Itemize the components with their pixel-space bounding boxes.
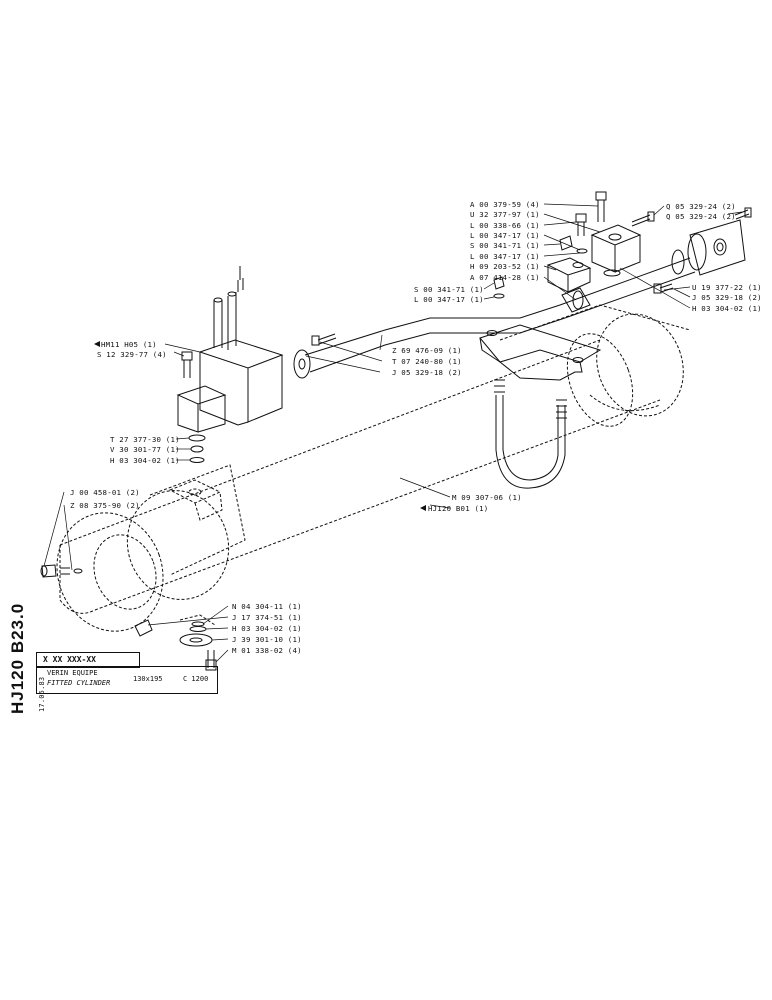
title-french: VERIN EQUIPE (47, 669, 98, 677)
part-label: Q 05 329-24 (2) (666, 202, 736, 211)
part-label: L 00 338-66 (1) (470, 221, 540, 230)
part-label: T 27 377-30 (1) (110, 435, 180, 444)
part-label: T 07 240-80 (1) (392, 357, 462, 366)
part-label: L 00 347-17 (1) (470, 231, 540, 240)
part-label: J 39 301-10 (1) (232, 635, 302, 644)
part-label: L 00 347-17 (1) (414, 295, 484, 304)
part-label: J 05 329-18 (2) (692, 293, 762, 302)
part-label: M 09 307-06 (1) (452, 493, 522, 502)
part-label: S 12 329-77 (4) (97, 350, 167, 359)
cylinder-barrel (56, 304, 691, 632)
sheet-reference: HJ120 B23.0 (8, 602, 27, 714)
dimension: 130x195 (133, 675, 163, 683)
solenoid-valve (176, 266, 284, 463)
part-label: H 03 304-02 (1) (692, 304, 762, 313)
part-label: M 01 338-02 (4) (232, 646, 302, 655)
part-label: H 03 304-02 (1) (110, 456, 180, 465)
pipe-tube (293, 207, 752, 379)
subassembly-label: HM11 H05 (1) (101, 340, 157, 349)
subassembly-arrows (94, 341, 426, 511)
part-label: J 00 458-01 (2) (70, 488, 140, 497)
part-label: J 05 329-18 (2) (392, 368, 462, 377)
part-label: V 30 301-77 (1) (110, 445, 180, 454)
part-label: U 32 377-97 (1) (470, 210, 540, 219)
part-label: S 00 341-71 (1) (414, 285, 484, 294)
part-label: Z 08 375-90 (2) (70, 501, 140, 510)
u-bolt (494, 379, 567, 489)
part-label: Q 05 329-24 (2) (666, 212, 736, 221)
part-code-box: X XX XXX-XX (36, 652, 140, 668)
leader-lines (43, 203, 743, 663)
stroke: C 1200 (183, 675, 209, 683)
title-english: FITTED CYLINDER (47, 679, 111, 687)
part-label: L 00 347-17 (1) (470, 252, 540, 261)
part-label: A 00 379-59 (4) (470, 200, 540, 209)
part-label: A 07 414-28 (1) (470, 273, 540, 282)
part-label: H 03 304-02 (1) (232, 624, 302, 633)
part-label: N 04 304-11 (1) (232, 602, 302, 611)
part-label: J 17 374-51 (1) (232, 613, 302, 622)
part-label: U 19 377-22 (1) (692, 283, 762, 292)
part-label: Z 69 476-09 (1) (392, 346, 462, 355)
part-label: S 00 341-71 (1) (470, 241, 540, 250)
part-label: H 09 203-52 (1) (470, 262, 540, 271)
description-box: VERIN EQUIPE FITTED CYLINDER 130x195 C 1… (36, 666, 218, 694)
subassembly-label: HJ120 B01 (1) (428, 504, 489, 513)
saddle-bracket (479, 324, 602, 381)
